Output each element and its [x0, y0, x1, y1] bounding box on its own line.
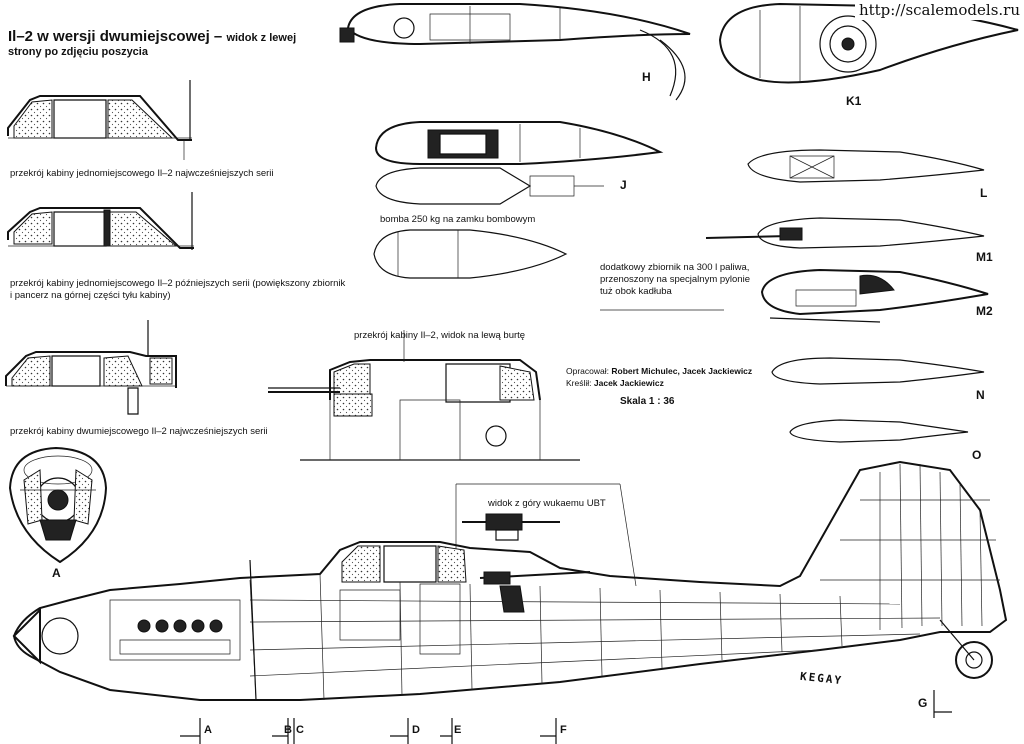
section-label-H: H: [642, 70, 651, 84]
wing-section-J: [376, 122, 660, 204]
station-A: A: [204, 724, 212, 736]
wing-section-N: [772, 358, 984, 384]
station-B: B: [284, 724, 292, 736]
station-E: E: [454, 724, 462, 736]
wing-section-O: [790, 420, 968, 442]
station-F: F: [560, 724, 567, 736]
caption-ubt-view: widok z góry wukaemu UBT: [488, 498, 606, 509]
title-main: Il–2 w wersji dwumiejscowej –: [8, 28, 223, 45]
section-label-O: O: [972, 448, 982, 462]
title-line2: strony po zdjęciu poszycia: [8, 46, 148, 58]
credits-prepared: Opracował: Robert Michulec, Jacek Jackie…: [566, 366, 752, 376]
caption-cabin-view: przekrój kabiny Il–2, widok na lewą burt…: [354, 330, 526, 341]
caption-tank-3: tuż obok kadłuba: [600, 286, 672, 297]
credits-prepared-label: Opracował:: [566, 366, 609, 376]
section-label-A: A: [52, 566, 61, 580]
station-markers: [180, 690, 952, 744]
ubt-gun-top-view: [456, 484, 636, 586]
page-title: Il–2 w wersji dwumiejscowej – widok z le…: [8, 28, 296, 45]
section-label-L: L: [980, 186, 988, 200]
credits-drawn-label: Kreślił:: [566, 378, 592, 388]
cabin-section-two-seat-early: [6, 320, 176, 414]
credits-prepared-names: Robert Michulec, Jacek Jackiewicz: [611, 366, 753, 376]
wing-section-M1: [706, 218, 984, 248]
wing-section-M2: [762, 270, 988, 322]
title-rest: widok z lewej: [226, 32, 297, 44]
caption-tank-1: dodatkowy zbiornik na 300 l paliwa,: [600, 262, 750, 273]
cabin-side-view: [268, 330, 580, 460]
section-label-K1: K1: [846, 94, 862, 108]
section-label-M2: M2: [976, 304, 993, 318]
watermark: http://scalemodels.ru: [854, 0, 1024, 20]
cabin-section-single-later: [8, 192, 194, 250]
station-C: C: [296, 724, 304, 736]
caption-cabin-single-later-1: przekrój kabiny jednomiejscowego Il–2 pó…: [10, 278, 346, 289]
credits-drawn-name: Jacek Jackiewicz: [593, 378, 664, 388]
station-D: D: [412, 724, 420, 736]
caption-cabin-single-early: przekrój kabiny jednomiejscowego Il–2 na…: [10, 168, 274, 179]
drop-tank: [374, 230, 724, 310]
caption-tank-2: przenoszony na specjalnym pylonie: [600, 274, 750, 285]
caption-cabin-single-later-2: i pancerz na górnej części tyłu kabiny): [10, 290, 171, 301]
cabin-section-single-early: [8, 80, 192, 160]
front-section-A: [10, 448, 106, 562]
scale-label: Skala 1 : 36: [620, 396, 675, 407]
section-label-G: G: [918, 696, 928, 710]
credits-drawn: Kreślił: Jacek Jackiewicz: [566, 378, 664, 388]
section-label-N: N: [976, 388, 985, 402]
caption-cabin-two-seat-early: przekrój kabiny dwumiejscowego Il–2 najw…: [10, 426, 268, 437]
fuselage-cutaway: [14, 462, 1006, 700]
section-label-J: J: [620, 178, 627, 192]
section-label-M1: M1: [976, 250, 993, 264]
caption-bomb: bomba 250 kg na zamku bombowym: [380, 214, 536, 225]
wing-section-L: [748, 150, 984, 182]
wing-section-K1: [720, 4, 1018, 82]
wing-section-H: [340, 4, 690, 100]
